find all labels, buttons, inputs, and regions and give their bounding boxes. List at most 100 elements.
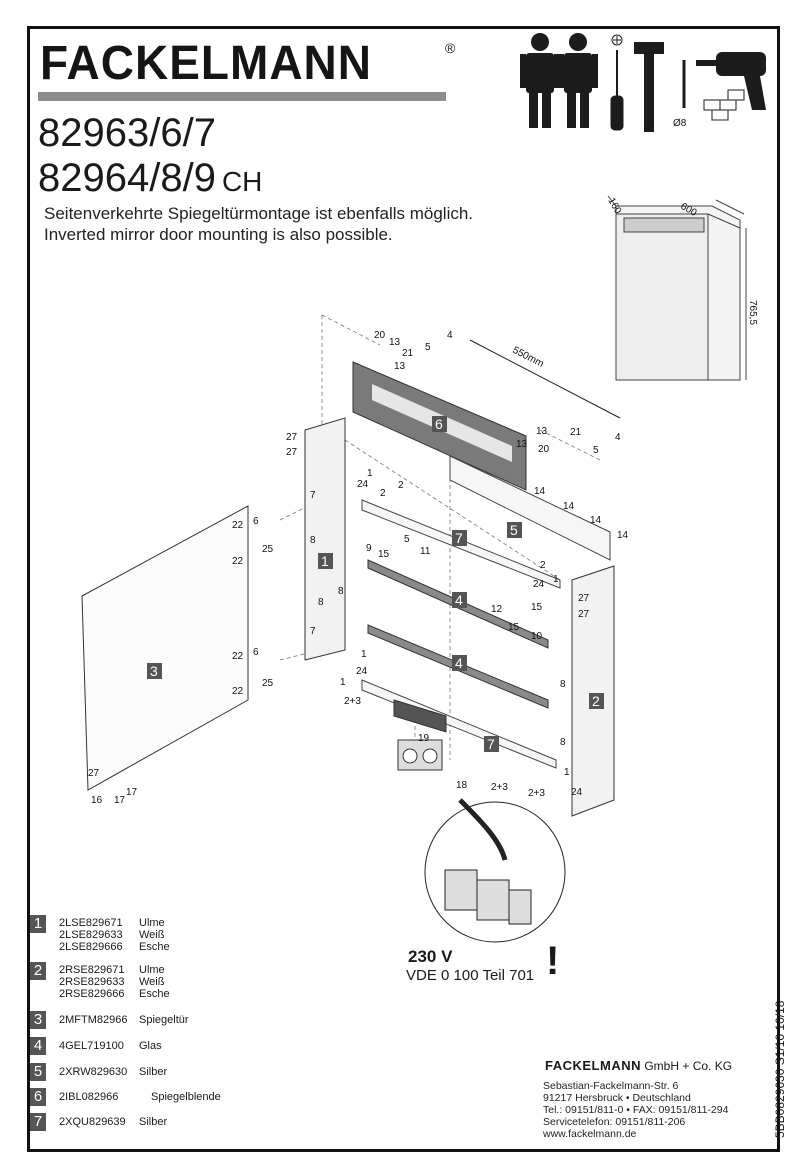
side-panel-2 [571, 565, 615, 817]
callout: 13 [536, 426, 548, 437]
company-service: Servicetelefon: 09151/811-206 [543, 1116, 686, 1128]
callout: 2 [540, 560, 546, 571]
callout: 27 [286, 432, 298, 443]
brand-underline [38, 92, 446, 101]
callout: 7 [310, 490, 316, 501]
part-num-3: 3 [150, 663, 158, 679]
callout: 15 [378, 549, 390, 560]
company-city: 91217 Hersbruck • Deutschland [543, 1092, 691, 1104]
callout: 13 [516, 439, 528, 450]
callout: 21 [402, 348, 414, 359]
callout: 8 [318, 597, 324, 608]
callout: 1 [361, 649, 367, 660]
part-number-box: 3 [30, 1011, 46, 1029]
callout: 5 [425, 342, 431, 353]
part-number-box: 1 [30, 915, 46, 933]
callout: 18 [456, 780, 468, 791]
note-english: Inverted mirror door mounting is also po… [44, 225, 393, 244]
mirror-door-3 [81, 505, 249, 791]
callout: 1 [564, 767, 570, 778]
callouts: 20 13 21 13 4 5 13 13 21 4 5 20 14 14 14… [88, 330, 629, 806]
callout: 27 [578, 609, 590, 620]
callout: 6 [253, 516, 259, 527]
dim-height: 765,5 [747, 300, 758, 325]
vde-standard: VDE 0 100 Teil 701 [406, 967, 535, 984]
company-name: FACKELMANN GmbH + Co. KG [545, 1058, 733, 1073]
callout: 16 [91, 795, 103, 806]
callout: 24 [571, 787, 583, 798]
dimension-550 [469, 339, 621, 419]
cabinet-preview [607, 195, 747, 381]
part-num-7: 7 [455, 530, 463, 546]
hammer-icon [634, 42, 664, 132]
callout: 2+3 [491, 782, 508, 793]
callout: 22 [232, 556, 244, 567]
callout: 24 [533, 579, 545, 590]
callout: 15 [508, 622, 520, 633]
part-number-box: 5 [30, 1063, 46, 1081]
part-num-6: 6 [435, 416, 443, 432]
part-num-1: 1 [321, 553, 329, 569]
callout: 8 [310, 535, 316, 546]
callout: 10 [531, 631, 543, 642]
callout: 17 [126, 787, 138, 798]
part-num-7: 7 [487, 736, 495, 752]
callout: 2 [380, 488, 386, 499]
person-icon [558, 33, 598, 128]
side-panel-1 [304, 417, 346, 661]
callout: 25 [262, 544, 274, 555]
callout: 6 [253, 647, 259, 658]
callout: 24 [356, 666, 368, 677]
tools-required: Ø8 [520, 33, 766, 132]
callout: 1 [367, 468, 373, 479]
part-number-box: 2 [30, 962, 46, 980]
top-panel-5 [449, 455, 611, 561]
callout: 5 [593, 445, 599, 456]
company-website[interactable]: www.fackelmann.de [543, 1128, 637, 1140]
registered-mark: ® [445, 40, 456, 56]
callout: 2+3 [344, 696, 361, 707]
callout: 9 [366, 543, 372, 554]
callout: 14 [563, 501, 575, 512]
drill-bit-icon: Ø8 [673, 60, 687, 129]
page-border [27, 26, 780, 1152]
callout: 8 [560, 679, 566, 690]
callout: 8 [560, 737, 566, 748]
note-german: Seitenverkehrte Spiegeltürmontage ist eb… [44, 204, 474, 223]
callout: 19 [418, 733, 430, 744]
terminal-detail [424, 798, 566, 943]
part-num-4: 4 [455, 592, 463, 608]
callout: 27 [578, 593, 590, 604]
screwdriver-icon [610, 34, 624, 131]
part-num-4: 4 [455, 655, 463, 671]
callout: 12 [491, 604, 503, 615]
callout: 2+3 [528, 788, 545, 799]
callout: 27 [286, 447, 298, 458]
brand-logo: FACKELMANN [40, 34, 372, 90]
dimension-label: 550mm [511, 345, 546, 370]
part-number-box: 4 [30, 1037, 46, 1055]
callout: 22 [232, 651, 244, 662]
part-num-5: 5 [510, 522, 518, 538]
part-labels: 6 5 7 1 4 3 4 2 7 [147, 416, 604, 752]
callout: 14 [534, 486, 546, 497]
part-number-box: 6 [30, 1088, 46, 1106]
callout: 13 [394, 361, 406, 372]
callout: 4 [447, 330, 453, 341]
callout: 15 [531, 602, 543, 613]
model-number-1: 82963/6/7 [38, 111, 216, 155]
person-icon [520, 33, 560, 128]
company-phone: Tel.: 09151/811-0 • FAX: 09151/811-294 [543, 1104, 729, 1116]
part-num-2: 2 [592, 693, 600, 709]
callout: 24 [357, 479, 369, 490]
callout: 20 [538, 444, 550, 455]
callout: 14 [590, 515, 602, 526]
callout: 22 [232, 520, 244, 531]
callout: 5 [404, 534, 410, 545]
